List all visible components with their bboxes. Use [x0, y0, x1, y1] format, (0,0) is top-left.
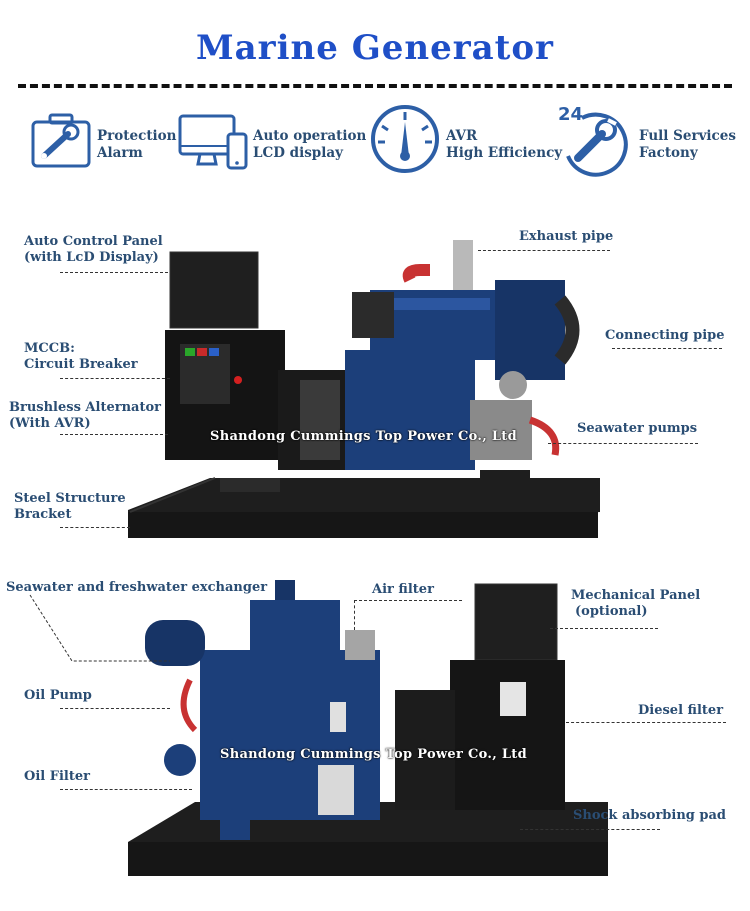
leader-line	[354, 600, 355, 630]
label-exhaust-pipe: Exhaust pipe	[519, 229, 614, 244]
leader-line	[566, 722, 726, 723]
label-line: (with LcD Display)	[24, 250, 159, 265]
feature-protection: Protection Alarm	[30, 112, 190, 172]
label-shock-absorbing-pad: Shock absorbing pad	[573, 808, 727, 823]
feature-line1: AVR	[446, 128, 478, 144]
leader-line	[60, 434, 168, 435]
label-line: MCCB:	[24, 341, 75, 356]
generator-front-image	[128, 240, 600, 538]
leader-line	[550, 628, 658, 629]
label-connecting-pipe: Connecting pipe	[605, 328, 725, 343]
feature-line2: Factony	[639, 145, 698, 161]
leader-line	[520, 829, 660, 830]
label-line: Circuit Breaker	[24, 357, 138, 372]
label-line: Bracket	[14, 507, 72, 522]
label-oil-pump: Oil Pump	[24, 688, 92, 703]
feature-line2: High Efficiency	[446, 145, 563, 161]
label-line: (With AVR)	[9, 416, 91, 431]
label-oil-filter: Oil Filter	[24, 769, 90, 784]
feature-line2: Alarm	[97, 145, 143, 161]
label-mechanical-panel: Mechanical Panel (optional)	[571, 588, 700, 620]
label-seawater-pumps: Seawater pumps	[577, 421, 698, 436]
label-mccb: MCCB: Circuit Breaker	[24, 341, 138, 373]
label-line: Mechanical Panel	[571, 588, 701, 603]
leader-line	[478, 250, 610, 251]
leader-line	[60, 708, 170, 709]
label-line: (optional)	[575, 604, 648, 619]
label-auto-control-panel: Auto Control Panel (with LcD Display)	[24, 234, 163, 266]
leader-line	[60, 527, 130, 528]
label-line: Steel Structure	[14, 491, 126, 506]
label-air-filter: Air filter	[372, 582, 434, 597]
feature-line1: Full Services	[639, 128, 736, 144]
wrench-briefcase-icon	[31, 113, 91, 168]
feature-line1: Protection	[97, 128, 177, 144]
leader-line	[29, 594, 170, 662]
generator-rear-image	[128, 580, 608, 876]
feature-avr: AVR High Efficiency	[370, 104, 570, 176]
leader-line	[612, 348, 722, 349]
24h-badge: 24	[558, 104, 584, 125]
feature-line2: LCD display	[253, 145, 343, 161]
leader-line	[60, 789, 192, 790]
leader-line	[354, 600, 462, 601]
monitor-phone-icon	[178, 114, 248, 170]
watermark-top: Shandong Cummings Top Power Co., Ltd	[210, 429, 517, 444]
label-alternator: Brushless Alternator (With AVR)	[9, 400, 161, 432]
label-heat-exchanger: Seawater and freshwater exchanger	[6, 580, 268, 595]
leader-line	[60, 272, 168, 273]
label-steel-structure: Steel Structure Bracket	[14, 491, 126, 523]
label-diesel-filter: Diesel filter	[638, 703, 724, 718]
leader-line	[60, 378, 170, 379]
label-line: Auto Control Panel	[24, 234, 163, 249]
24h-service-icon	[566, 112, 628, 177]
label-line: Brushless Alternator	[9, 400, 161, 415]
page-title: Marine Generator	[196, 28, 554, 68]
feature-auto-operation: Auto operation LCD display	[178, 112, 378, 172]
watermark-bottom: Shandong Cummings Top Power Co., Ltd	[220, 747, 527, 762]
feature-full-services: 24 Full Services Factony	[556, 104, 746, 178]
feature-line1: Auto operation	[253, 128, 367, 144]
leader-line	[548, 443, 698, 444]
title-divider	[18, 84, 732, 88]
gauge-icon	[371, 105, 439, 173]
